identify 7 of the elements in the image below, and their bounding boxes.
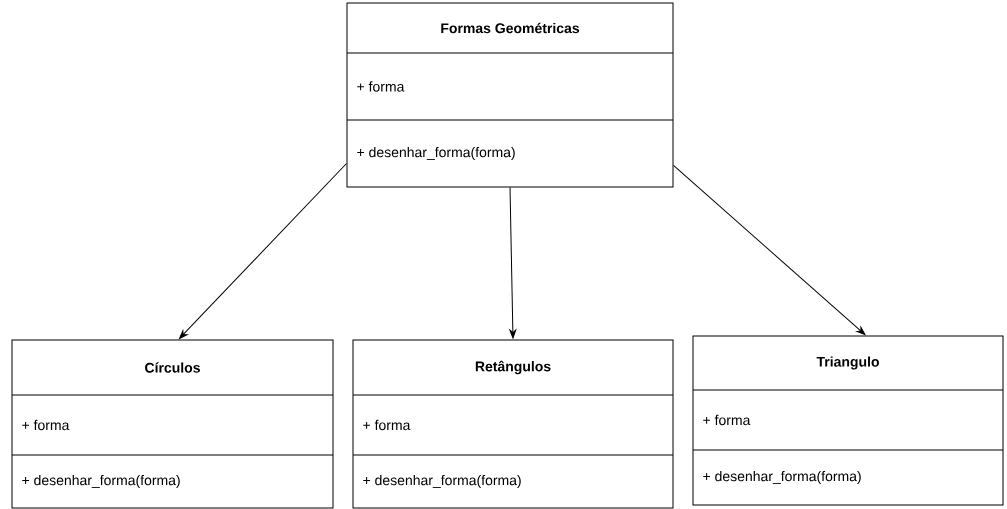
arrow [509,187,517,339]
class-box: Triangulo + forma + desenhar_forma(forma) [692,335,1004,506]
class-box: Círculos + forma + desenhar_forma(forma) [11,339,334,509]
class-box: Formas Geométricas + forma + desenhar_forma(forma) [346,2,674,188]
arrow [179,163,347,339]
class-box: Retângulos + forma + desenhar_forma(forma) [352,339,674,509]
arrow [673,165,866,336]
